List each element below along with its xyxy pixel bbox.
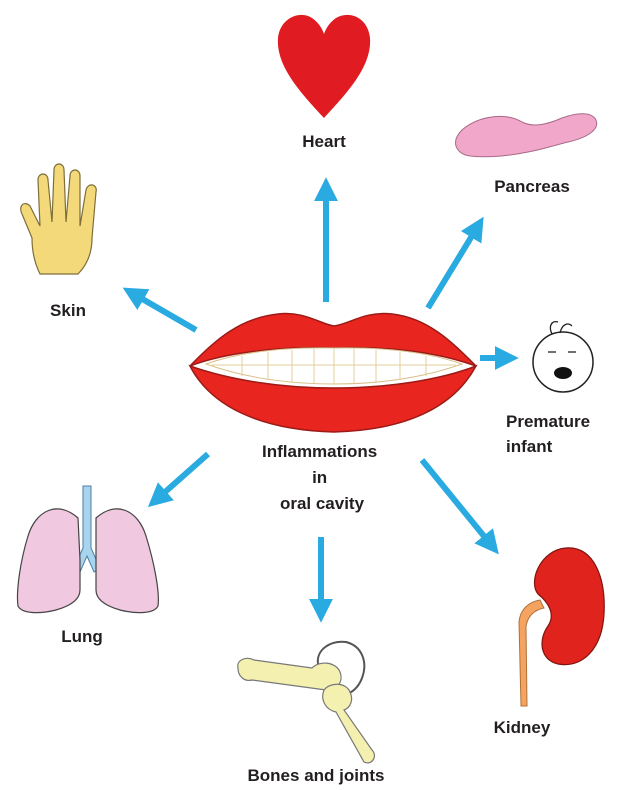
premature-infant-organ: Premature infant — [506, 322, 595, 456]
left-lung-icon — [17, 509, 80, 613]
lung-organ: Lung — [17, 486, 158, 646]
infant-mouth-icon — [554, 367, 572, 379]
ureter-icon — [519, 600, 544, 706]
arrow-to-lung — [156, 454, 208, 500]
heart-label: Heart — [302, 132, 346, 151]
arrow-to-kidney — [422, 460, 492, 546]
premature-infant-label: Premature infant — [506, 412, 595, 456]
lower-bone-icon — [323, 684, 375, 763]
infant-face-icon — [533, 332, 593, 392]
premature-infant-label-line-1: Premature — [506, 412, 590, 431]
arrow-to-skin — [132, 293, 196, 330]
lips-illustration — [190, 314, 476, 432]
skin-label: Skin — [50, 301, 86, 320]
kidney-icon — [534, 548, 604, 665]
kidney-organ: Kidney — [494, 548, 605, 737]
pancreas-organ: Pancreas — [456, 114, 597, 196]
bones-joints-label: Bones and joints — [248, 766, 385, 785]
arrow-to-pancreas — [428, 226, 478, 308]
pancreas-label: Pancreas — [494, 177, 570, 196]
heart-icon — [278, 15, 370, 118]
center-label-line-3: oral cavity — [280, 494, 365, 513]
center-label: Inflammations in oral cavity — [262, 442, 382, 513]
pancreas-icon — [456, 114, 597, 157]
kidney-label: Kidney — [494, 718, 551, 737]
center-label-line-1: Inflammations — [262, 442, 377, 461]
heart-organ: Heart — [278, 15, 370, 151]
center-label-line-2: in — [312, 468, 327, 487]
lung-label: Lung — [61, 627, 103, 646]
upper-bone-icon — [238, 658, 341, 690]
bones-joints-organ: Bones and joints — [238, 642, 385, 785]
hand-icon — [21, 164, 97, 274]
skin-organ: Skin — [21, 164, 97, 320]
premature-infant-label-line-2: infant — [506, 437, 553, 456]
right-lung-icon — [96, 509, 158, 613]
